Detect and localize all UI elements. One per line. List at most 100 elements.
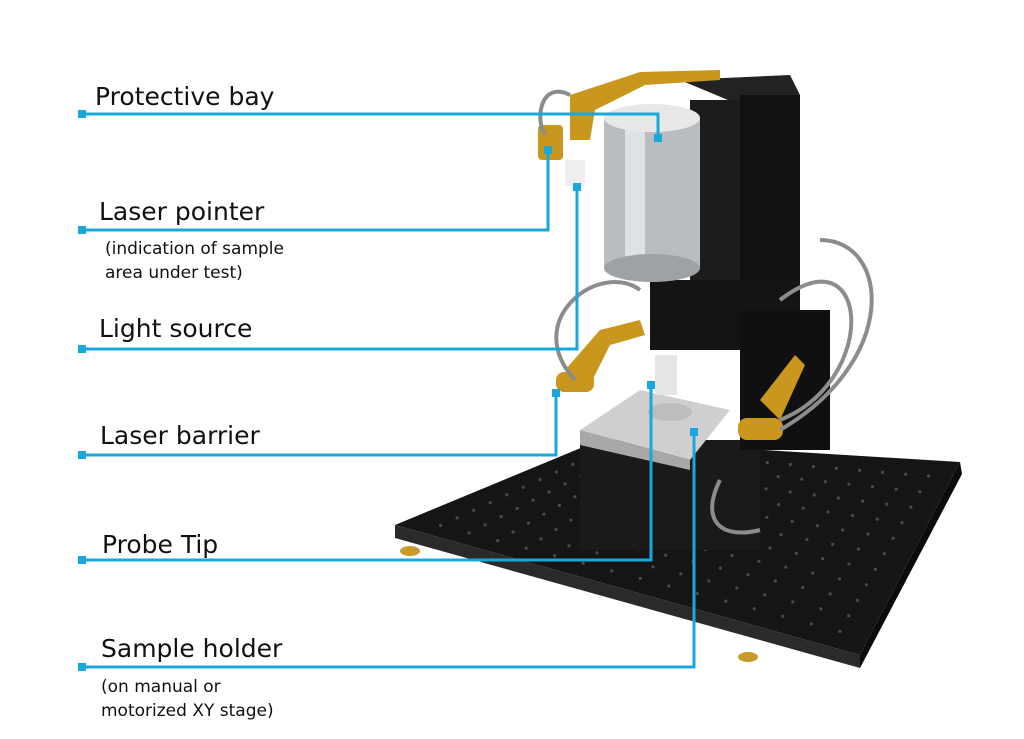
breadboard-hole	[875, 517, 879, 521]
breadboard-hole	[801, 585, 805, 590]
breadboard-hole	[894, 487, 898, 491]
breadboard-hole	[856, 547, 861, 551]
breadboard-hole	[788, 462, 792, 467]
breadboard-hole	[909, 505, 913, 509]
breadboard-hole	[768, 546, 772, 550]
breadboard-hole	[567, 544, 571, 548]
breadboard-hole	[885, 502, 889, 506]
breadboard-hole	[467, 531, 471, 535]
breadboard-hole	[837, 577, 842, 581]
label-protective-bay: Protective bay	[95, 82, 275, 111]
breadboard-hole	[823, 480, 827, 484]
breadboard-hole	[752, 607, 756, 611]
breadboard-hole	[828, 592, 832, 596]
breadboard-hole	[571, 462, 575, 466]
leader-laser-pointer	[82, 150, 550, 232]
breadboard-hole	[800, 477, 804, 481]
breadboard-hole	[819, 607, 823, 611]
label-sample-holder: Sample holder	[101, 634, 283, 663]
breadboard-hole	[918, 490, 922, 494]
breadboard-hole	[496, 539, 500, 543]
breadboard-hole	[801, 506, 805, 510]
breadboard-hole	[730, 553, 734, 558]
breadboard-hole	[724, 599, 728, 603]
breadboard-hole	[488, 500, 492, 505]
breadboard-hole	[554, 470, 558, 474]
label-laser-barrier: Laser barrier	[100, 421, 260, 450]
callout-markers	[78, 110, 698, 671]
label-laser-pointer: Laser pointer	[99, 197, 265, 226]
breadboard-hole	[695, 591, 699, 596]
breadboard-hole	[880, 470, 885, 474]
breadboard-hole	[553, 554, 557, 558]
breadboard-hole	[836, 496, 841, 500]
breadboard-hole	[539, 537, 543, 541]
breadboard-hole	[900, 521, 904, 525]
breadboard-hole	[831, 542, 835, 546]
breadboard-hole	[538, 478, 542, 482]
breadboard-hole	[855, 598, 860, 602]
breadboard-hole	[791, 600, 795, 604]
note-sample-holder-line2: motorized XY stage)	[101, 701, 274, 721]
breadboard-hole	[765, 515, 769, 519]
breadboard-hole	[857, 468, 862, 472]
breadboard-hole	[511, 530, 515, 534]
breadboard-hole	[873, 567, 877, 571]
breadboard-hole	[811, 464, 815, 469]
fiber-cables	[538, 89, 874, 535]
breadboard-hole	[563, 482, 567, 486]
breadboard-hole	[821, 557, 825, 561]
note-laser-pointer-line2: area under test)	[105, 263, 243, 283]
breadboard-hole	[483, 523, 487, 527]
leader-sample-holder	[82, 432, 696, 669]
note-laser-pointer-line1: (indication of sample	[105, 239, 284, 259]
breadboard-hole	[773, 579, 777, 583]
breadboard-hole	[812, 493, 816, 497]
breadboard-hole	[847, 482, 851, 486]
breadboard-hole	[794, 551, 798, 555]
breadboard-hole	[526, 521, 531, 525]
laser-pointer-tube	[565, 160, 585, 186]
breadboard-hole	[521, 485, 525, 489]
breadboard-hole	[515, 506, 519, 511]
breadboard-hole	[784, 565, 788, 569]
label-light-source: Light source	[99, 314, 253, 343]
breadboard-hole	[927, 474, 931, 478]
breadboard-hole	[834, 466, 839, 470]
breadboard-hole	[531, 498, 535, 502]
breadboard-hole	[547, 490, 551, 494]
breadboard-hole	[764, 487, 768, 491]
breadboard-hole	[882, 552, 886, 556]
leader-protective-bay	[82, 112, 660, 138]
xy-stage	[580, 390, 760, 550]
breadboard-hole	[788, 490, 792, 494]
protective-bay-cylinder	[604, 104, 700, 282]
breadboard-hole	[779, 533, 783, 537]
breadboard-hole	[718, 566, 723, 570]
breadboard-hole	[472, 508, 476, 512]
breadboard-hole	[438, 523, 443, 528]
breadboard-hole	[542, 512, 546, 516]
breadboard-hole	[847, 562, 851, 566]
breadboard-hole	[851, 513, 855, 518]
breadboard-hole	[765, 460, 769, 465]
breadboard-hole	[667, 584, 671, 588]
breadboard-hole	[679, 572, 683, 576]
breadboard-hole	[735, 586, 739, 590]
breadboard-hole	[651, 565, 655, 569]
breadboard-hole	[763, 593, 767, 597]
breadboard-hole	[776, 502, 781, 507]
leader-laser-barrier	[82, 393, 558, 457]
breadboard-hole	[595, 551, 599, 555]
breadboard-hole	[581, 561, 585, 565]
breadboard-hole	[554, 527, 558, 532]
breadboard-hole	[870, 485, 875, 489]
breadboard-hole	[866, 532, 870, 536]
breadboard-hole	[505, 493, 509, 497]
breadboard-hole	[809, 622, 813, 626]
breadboard-hole	[664, 553, 668, 557]
laser-barrier-plate	[655, 355, 677, 395]
breadboard-hole	[757, 559, 761, 563]
breadboard-hole	[707, 579, 711, 583]
breadboard-hole	[499, 515, 503, 519]
